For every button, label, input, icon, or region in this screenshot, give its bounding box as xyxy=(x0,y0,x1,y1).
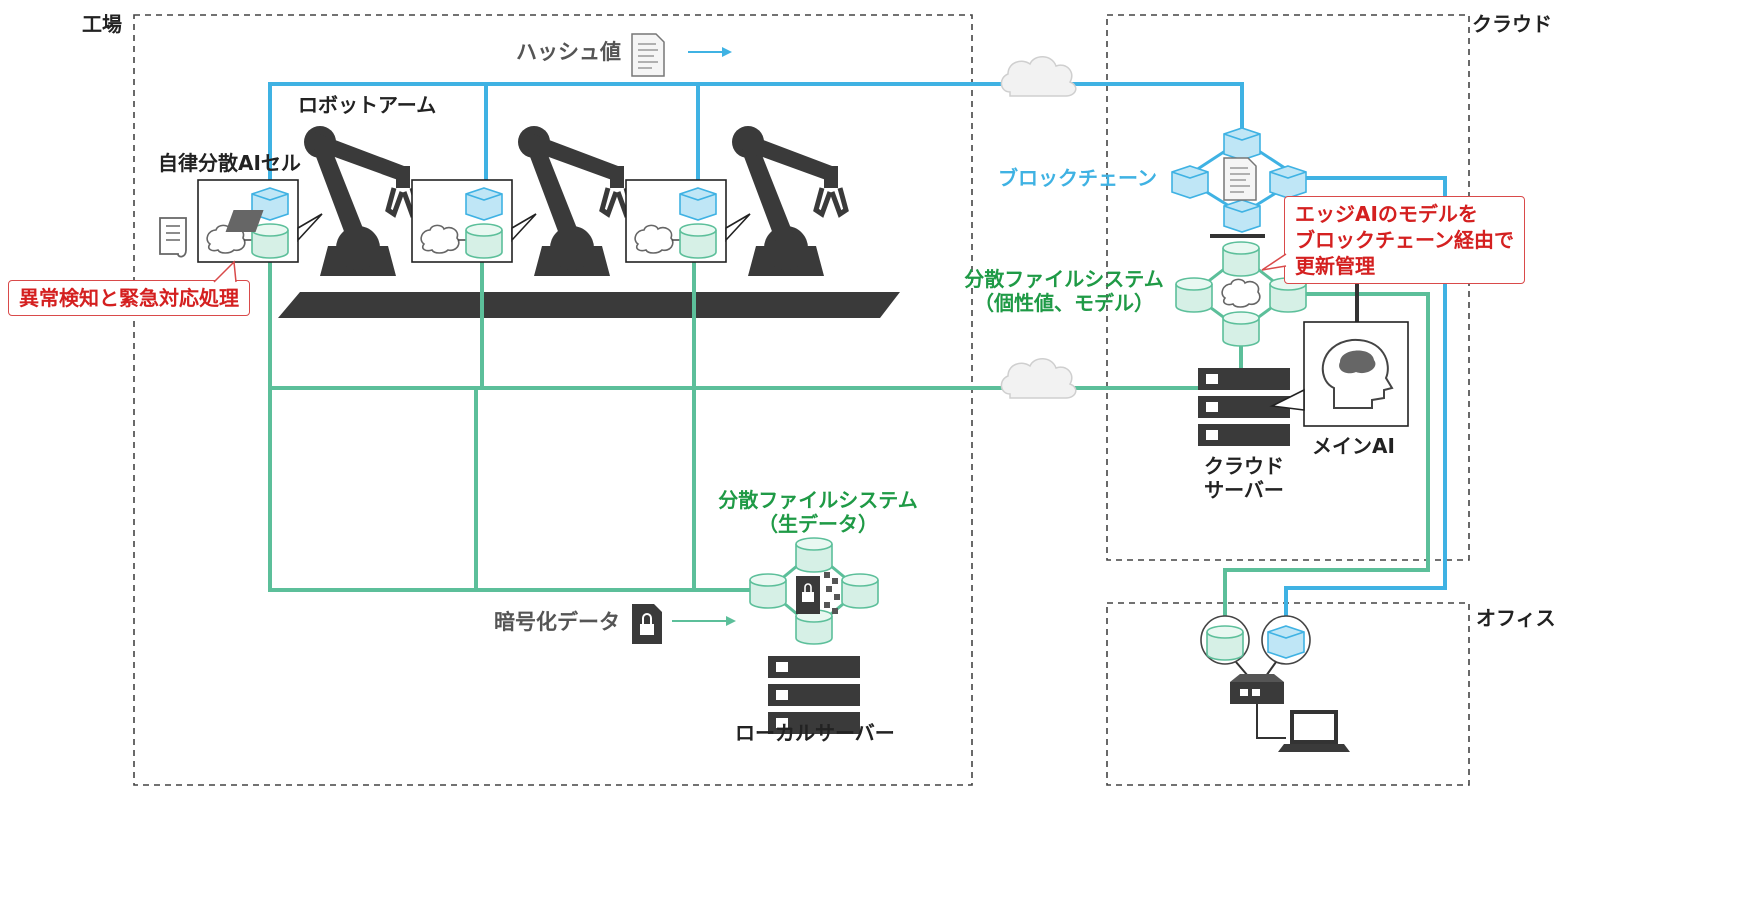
cloud-zone-label: クラウド xyxy=(1472,12,1552,36)
green-network-lines xyxy=(268,262,1430,620)
robot-arm-label: ロボットアーム xyxy=(298,93,437,117)
ai-cell-3 xyxy=(625,179,751,263)
local-server-label: ローカルサーバー xyxy=(735,721,895,745)
blockchain-label: ブロックチェーン xyxy=(998,166,1157,190)
factory-zone xyxy=(133,14,973,786)
cloud-server-line2: サーバー xyxy=(1204,478,1284,502)
edge-ai-callout: エッジAIのモデルを ブロックチェーン経由で 更新管理 xyxy=(1284,196,1525,284)
blue-network-lines xyxy=(268,82,1447,620)
ai-cell-1 xyxy=(197,179,323,263)
cloud-dfs-line2: （個性値、モデル） xyxy=(974,291,1154,315)
edge-callout-line1: エッジAIのモデルを xyxy=(1295,202,1478,226)
encrypted-data-label: 暗号化データ xyxy=(494,610,620,634)
ai-cell-label: 自律分散AIセル xyxy=(158,151,301,175)
edge-callout-line3: 更新管理 xyxy=(1295,254,1375,278)
cloud-server-label: クラウド サーバー xyxy=(1190,454,1298,502)
office-zone-label: オフィス xyxy=(1476,606,1556,630)
cloud-zone xyxy=(1106,14,1470,561)
main-ai-box xyxy=(1269,321,1409,427)
cloud-dfs-line1: 分散ファイルシステム xyxy=(964,267,1164,291)
local-dfs-line1: 分散ファイルシステム xyxy=(718,488,918,512)
main-ai-label: メインAI xyxy=(1312,434,1395,458)
conveyor-belt xyxy=(278,292,900,318)
office-devices xyxy=(1200,615,1350,752)
hash-value-label: ハッシュ値 xyxy=(516,40,621,64)
cloud-dfs-hub xyxy=(1175,241,1307,347)
local-dfs-hub xyxy=(749,537,879,645)
ai-cell-2 xyxy=(411,179,537,263)
lock-file-icon xyxy=(632,604,662,644)
cloud-server-line1: クラウド xyxy=(1204,454,1284,478)
blockchain-hub xyxy=(1171,127,1307,233)
anomaly-callout: 異常検知と緊急対応処理 xyxy=(8,280,250,316)
edge-callout-line2: ブロックチェーン経由で xyxy=(1295,228,1514,252)
local-dfs-line2: （生データ） xyxy=(758,512,878,536)
local-dfs-label: 分散ファイルシステム （生データ） xyxy=(708,488,928,536)
receipt-icon xyxy=(159,217,187,258)
factory-zone-label: 工場 xyxy=(82,12,122,36)
cloud-dfs-label: 分散ファイルシステム （個性値、モデル） xyxy=(954,267,1174,315)
